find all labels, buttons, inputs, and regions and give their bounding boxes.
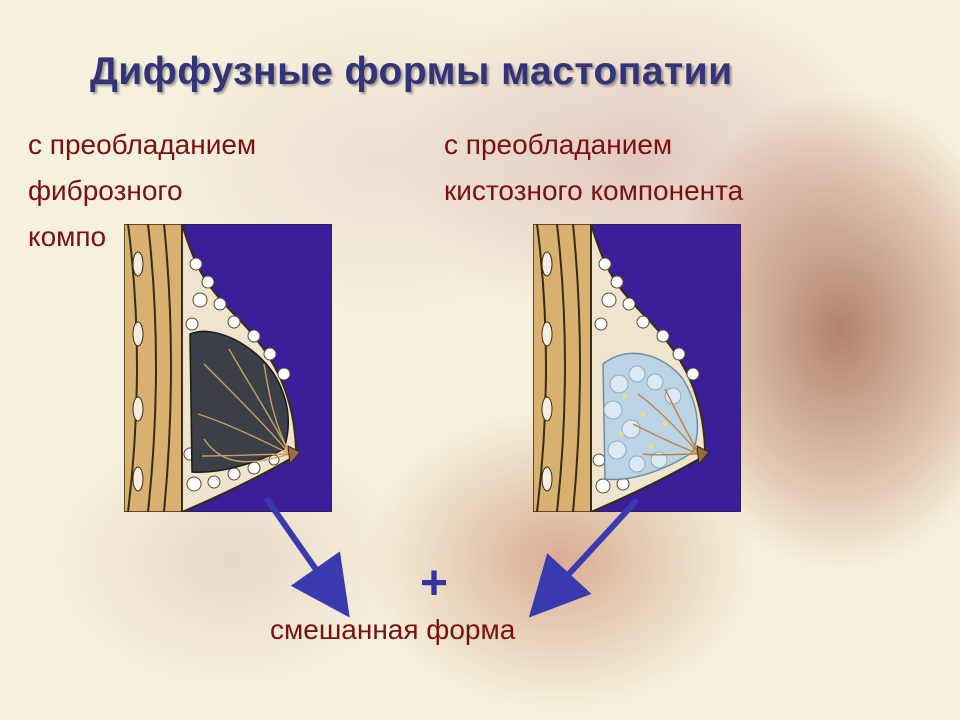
cystic-caption: с преобладанием кистозного компонента xyxy=(444,122,743,214)
slide-title: Диффузные формы мастопатии xyxy=(90,50,733,93)
fibrous-breast-illustration xyxy=(124,224,332,512)
cystic-caption-line-2: кистозного компонента xyxy=(444,175,744,206)
fibrous-caption: с преобладанием фиброзного компо xyxy=(28,122,256,260)
plus-sign: + xyxy=(420,557,449,610)
cystic-caption-line-1: с преобладанием xyxy=(444,129,673,160)
fibrous-caption-line-1: с преобладанием xyxy=(28,129,257,160)
left-arrow xyxy=(263,496,350,618)
cystic-breast-illustration xyxy=(533,224,741,512)
fibrous-caption-line-2: фиброзного xyxy=(28,175,183,206)
fibrous-caption-line-3: компо xyxy=(28,221,107,252)
right-arrow xyxy=(528,497,640,618)
mixed-form-label: смешанная форма xyxy=(270,614,516,645)
